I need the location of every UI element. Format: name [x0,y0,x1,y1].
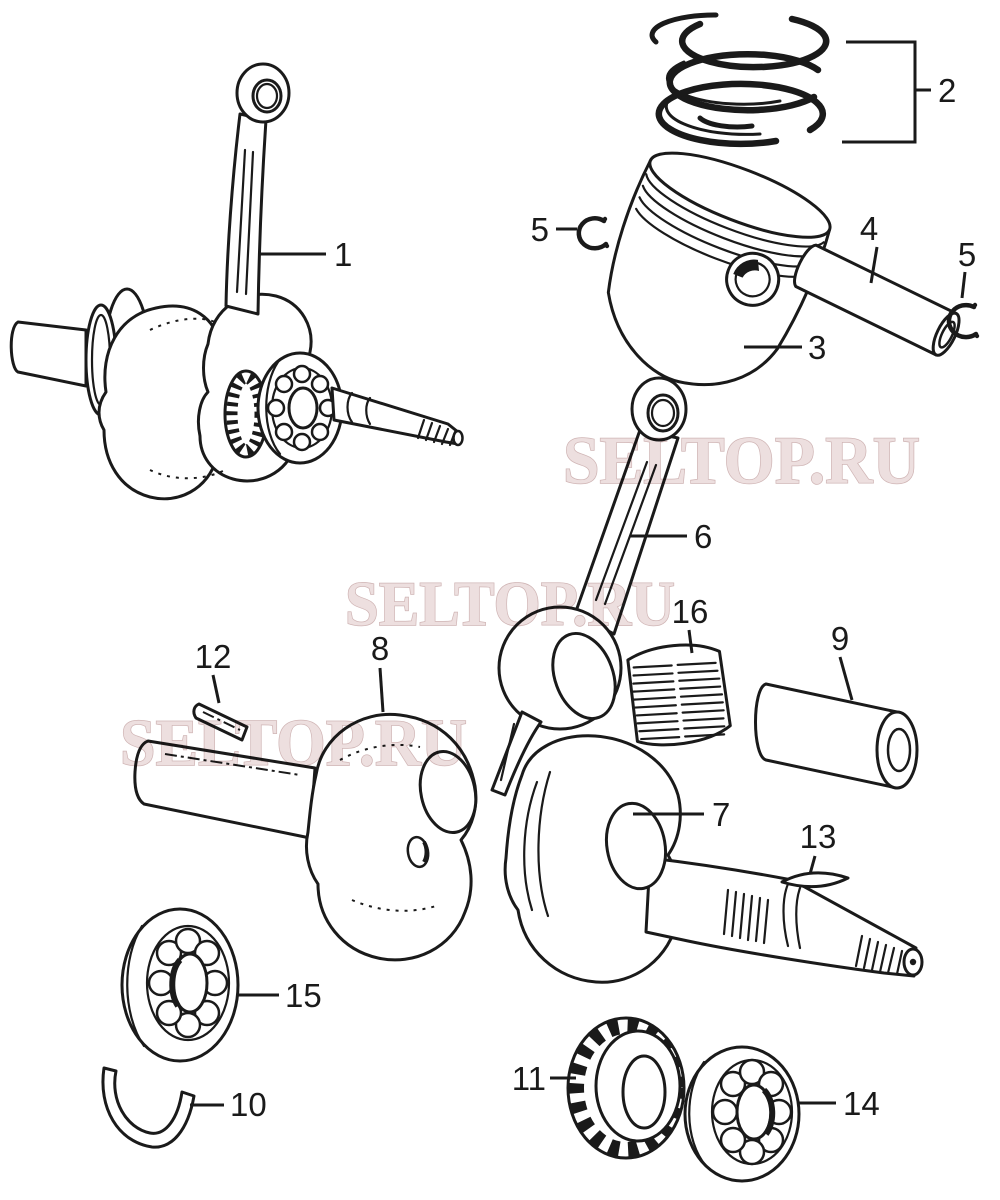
leader-4 [869,246,879,284]
callout-6: 6 [630,518,712,555]
right-crank-shaft [644,856,918,978]
part-crank-half-left [133,712,478,962]
watermark-right: SELTOP.RU [563,422,920,498]
leader-16 [687,629,694,654]
callout-4: 4 [860,210,879,284]
callout-7: 7 [633,796,730,833]
callout-2-label: 2 [938,72,956,109]
ring-top [678,15,830,71]
callout-8-label: 8 [371,630,389,667]
callout-9-label: 9 [831,620,849,657]
gear-bore [621,1054,667,1130]
ring-second [666,50,822,114]
callout-16: 16 [672,593,709,654]
assembly-rod-beam [224,112,268,316]
part-needle-bearing [626,643,732,747]
callout-4-label: 4 [860,210,878,247]
callout-13-label: 13 [800,818,837,855]
right-crank-pin-hole [604,801,668,891]
watermark-center: SELTOP.RU [345,568,675,639]
part-piston-rings [649,12,830,148]
callout-5-right-label: 5 [958,236,976,273]
leader-8 [378,667,385,713]
callout-15-label: 15 [285,977,322,1014]
callout-3: 3 [744,329,826,366]
callout-5-left: 5 [531,211,577,248]
callout-7-label: 7 [712,796,730,833]
watermark-left: SELTOP.RU [120,706,467,780]
part-crankshaft-assembly [9,62,464,501]
part-bearing-14 [683,1045,801,1183]
part-gear [566,1016,686,1160]
part-circlip-left [576,216,610,251]
left-crank-shaft [133,739,317,840]
callout-6-label: 6 [694,518,712,555]
callout-3-label: 3 [808,329,826,366]
part-key-13 [780,871,850,889]
callout-16-label: 16 [672,593,709,630]
part-connecting-rod [490,376,688,797]
callout-12: 12 [195,638,232,704]
rod-big-end-hole [551,631,617,721]
assembly-bearing [256,351,344,465]
leader-5-right [960,271,967,299]
leader-13 [808,855,817,875]
part-key-12 [192,702,249,742]
callout-10-label: 10 [230,1086,267,1123]
callout-8: 8 [371,630,389,713]
callout-13: 13 [800,818,837,875]
watermarks: SELTOP.RU SELTOP.RU SELTOP.RU [119,421,921,781]
callout-9: 9 [831,620,854,701]
callout-5-left-label: 5 [531,211,549,248]
callout-15: 15 [238,977,322,1014]
leader-9 [838,656,854,701]
callouts: 1 2 3 4 5 5 6 7 [190,40,976,1123]
part-bearing-15 [120,907,240,1063]
ring-oil [655,80,827,148]
callout-12-label: 12 [195,638,232,675]
part-piston [606,151,832,386]
leader-12 [211,674,221,704]
callout-11-label: 11 [512,1060,546,1097]
part-spacer [754,682,919,790]
piston-crown [648,151,832,239]
callout-5-right: 5 [958,236,976,299]
callout-1-label: 1 [334,236,352,273]
callout-1: 1 [258,236,352,273]
part-circlip-right [946,302,980,340]
part-half-ring [101,1066,196,1149]
callout-10: 10 [190,1086,267,1123]
left-crank-pin-hole [418,750,478,834]
pin-body [793,243,958,357]
callout-14-label: 14 [843,1085,880,1122]
assembly-left-shaft [9,320,88,388]
part-piston-pin [793,243,961,357]
callout-11: 11 [512,1060,576,1097]
callout-2: 2 [842,40,956,144]
part-crank-half-right [503,734,924,984]
leader-2-bracket [842,40,917,144]
callout-14: 14 [797,1085,880,1122]
